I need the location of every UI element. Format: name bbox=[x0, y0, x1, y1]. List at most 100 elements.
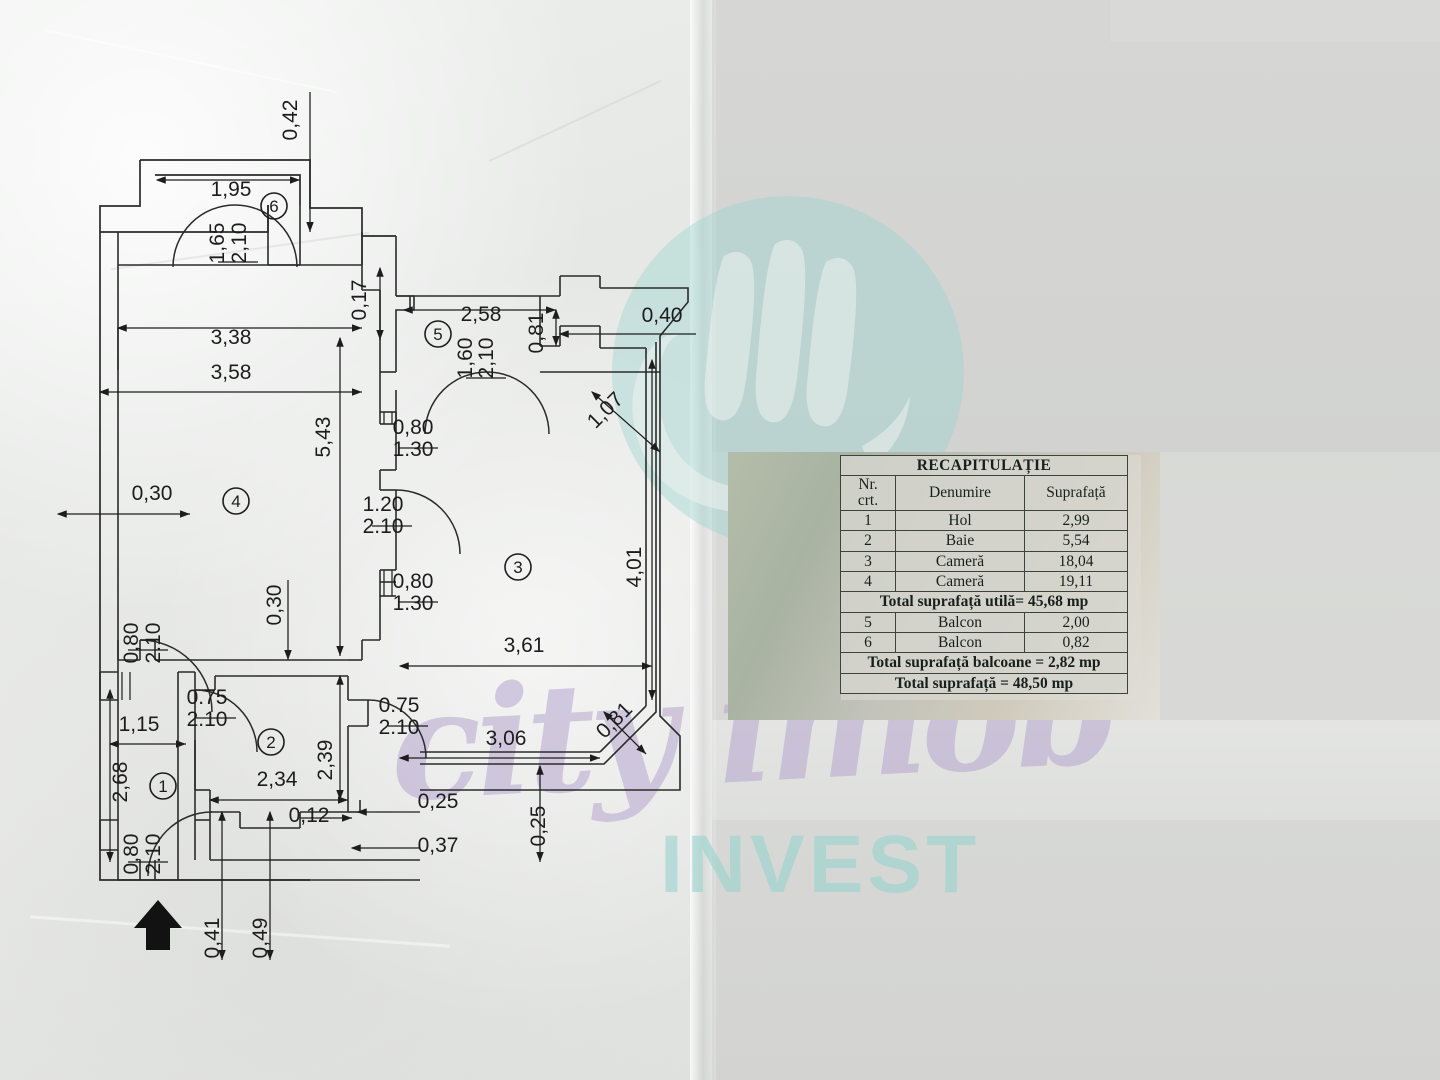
dimension-label: 1,15 bbox=[119, 713, 160, 736]
dimension-label: 1,95 bbox=[211, 178, 252, 201]
dimension-label: 2,10 bbox=[475, 338, 498, 379]
paper-fold-edge bbox=[690, 0, 716, 1080]
recap-title: RECAPITULAȚIE bbox=[840, 454, 1128, 477]
dimension-label: 2.10 bbox=[363, 515, 404, 538]
row-name: Cameră bbox=[895, 550, 1025, 573]
dimension-label: 0.75 bbox=[379, 694, 420, 717]
dimension-label: 0,49 bbox=[249, 918, 272, 959]
room-marker-label: 4 bbox=[231, 492, 240, 511]
dimension-label: 0,80 bbox=[393, 416, 434, 439]
dimension-label: 5,43 bbox=[312, 417, 335, 458]
background-band-bottom bbox=[712, 820, 1440, 1080]
dimension-label: 2,10 bbox=[228, 223, 251, 264]
row-area: 2,00 bbox=[1024, 611, 1128, 634]
row-nr: 3 bbox=[840, 550, 896, 573]
total-balcoane: Total suprafață balcoane = 2,82 mp bbox=[840, 652, 1128, 674]
dimension-label: 0,81 bbox=[592, 698, 637, 743]
total-general: Total suprafață = 48,50 mp bbox=[840, 672, 1128, 695]
background-band-lower bbox=[712, 720, 1440, 820]
dimension-label: 0,80 bbox=[120, 834, 143, 875]
wall-structure bbox=[99, 205, 689, 881]
dimension-label: 2.10 bbox=[187, 708, 228, 731]
room-marker-3: 3 bbox=[504, 553, 532, 581]
dimension-label: 0,30 bbox=[263, 585, 286, 626]
room-marker-label: 2 bbox=[266, 733, 275, 752]
dimension-label: 1.20 bbox=[363, 493, 404, 516]
row-nr: 1 bbox=[840, 509, 896, 532]
dimension-label: 0,40 bbox=[642, 304, 683, 327]
recap-header-nr: Nr. crt. bbox=[840, 475, 896, 511]
door-swing-arcs bbox=[139, 204, 550, 877]
recap-header-row: Nr. crt. Denumire Suprafață bbox=[840, 475, 1128, 511]
table-row: 1 Hol 2,99 bbox=[840, 509, 1128, 532]
row-nr: 2 bbox=[840, 530, 896, 552]
row-area: 18,04 bbox=[1024, 550, 1128, 573]
dimension-label: 1,60 bbox=[454, 338, 477, 379]
wall-outline-outer bbox=[99, 159, 396, 881]
dimension-label: 0,42 bbox=[279, 100, 302, 141]
table-row: 4 Cameră 19,11 bbox=[840, 571, 1128, 593]
recap-total-balcoane-row: Total suprafață balcoane = 2,82 mp bbox=[840, 652, 1128, 674]
recap-total-general-row: Total suprafață = 48,50 mp bbox=[840, 672, 1128, 695]
row-name: Baie bbox=[895, 530, 1025, 552]
dimension-label: 0,37 bbox=[418, 834, 459, 857]
room-marker-label: 1 bbox=[158, 777, 167, 796]
table-row: 5 Balcon 2,00 bbox=[840, 611, 1128, 634]
room-marker-6: 6 bbox=[260, 192, 288, 220]
room-marker-1: 1 bbox=[149, 772, 177, 800]
dimension-label: 2.10 bbox=[379, 716, 420, 739]
room-marker-4: 4 bbox=[222, 487, 250, 515]
row-area: 2,99 bbox=[1024, 509, 1128, 532]
recap-header-nr-line2: crt. bbox=[857, 492, 879, 510]
row-name: Balcon bbox=[895, 611, 1025, 634]
row-name: Balcon bbox=[895, 632, 1025, 654]
dimension-label: 2.10 bbox=[142, 834, 165, 875]
dimension-label: 4,01 bbox=[623, 547, 646, 588]
row-area: 5,54 bbox=[1024, 530, 1128, 552]
background-band-top-right bbox=[712, 0, 1440, 452]
dimension-label: 0,25 bbox=[527, 806, 550, 847]
row-name: Hol bbox=[895, 509, 1025, 532]
row-name: Cameră bbox=[895, 571, 1025, 593]
dimension-label: 0,80 bbox=[120, 623, 143, 664]
room-marker-5: 5 bbox=[424, 320, 452, 348]
row-nr: 6 bbox=[840, 632, 896, 654]
dimension-label: 3,38 bbox=[211, 326, 252, 349]
recapitulatie-table: RECAPITULAȚIE Nr. crt. Denumire Suprafaț… bbox=[840, 454, 1128, 695]
dimension-label: 0,17 bbox=[348, 280, 371, 321]
room-marker-label: 6 bbox=[269, 197, 278, 216]
recap-title-row: RECAPITULAȚIE bbox=[840, 454, 1128, 477]
entrance-arrow bbox=[134, 900, 182, 950]
dimension-label: 1,07 bbox=[583, 388, 628, 433]
total-utila: Total suprafață utilă= 45,68 mp bbox=[840, 591, 1128, 613]
row-nr: 5 bbox=[840, 611, 896, 634]
dimension-label: 1.30 bbox=[393, 438, 434, 461]
room-number-markers: 1 2 3 4 5 6 bbox=[149, 192, 532, 800]
dimension-label: 2,39 bbox=[314, 740, 337, 781]
room-marker-label: 5 bbox=[433, 325, 442, 344]
row-area: 19,11 bbox=[1024, 571, 1128, 593]
window-symbols bbox=[121, 412, 393, 700]
recap-header-nr-line1: Nr. bbox=[858, 476, 878, 494]
table-row: 6 Balcon 0,82 bbox=[840, 632, 1128, 654]
dimension-label: 1,65 bbox=[206, 223, 229, 264]
dimension-label: 3,58 bbox=[211, 361, 252, 384]
dimension-label: 3,06 bbox=[486, 727, 527, 750]
dimension-label: 0,12 bbox=[289, 804, 330, 827]
dimension-label: 2.10 bbox=[142, 623, 165, 664]
room-marker-label: 3 bbox=[513, 558, 522, 577]
recap-header-area: Suprafață bbox=[1024, 475, 1128, 511]
recap-header-name: Denumire bbox=[895, 475, 1025, 511]
dimension-label: 2,34 bbox=[257, 768, 298, 791]
table-row: 2 Baie 5,54 bbox=[840, 530, 1128, 552]
dimension-label: 1.30 bbox=[393, 592, 434, 615]
dimension-label: 3,61 bbox=[504, 634, 545, 657]
dimension-label: 2,58 bbox=[461, 303, 502, 326]
row-nr: 4 bbox=[840, 571, 896, 593]
dimension-label: 0,41 bbox=[201, 918, 224, 959]
dimension-lines bbox=[56, 92, 696, 960]
recap-total-utila-row: Total suprafață utilă= 45,68 mp bbox=[840, 591, 1128, 613]
